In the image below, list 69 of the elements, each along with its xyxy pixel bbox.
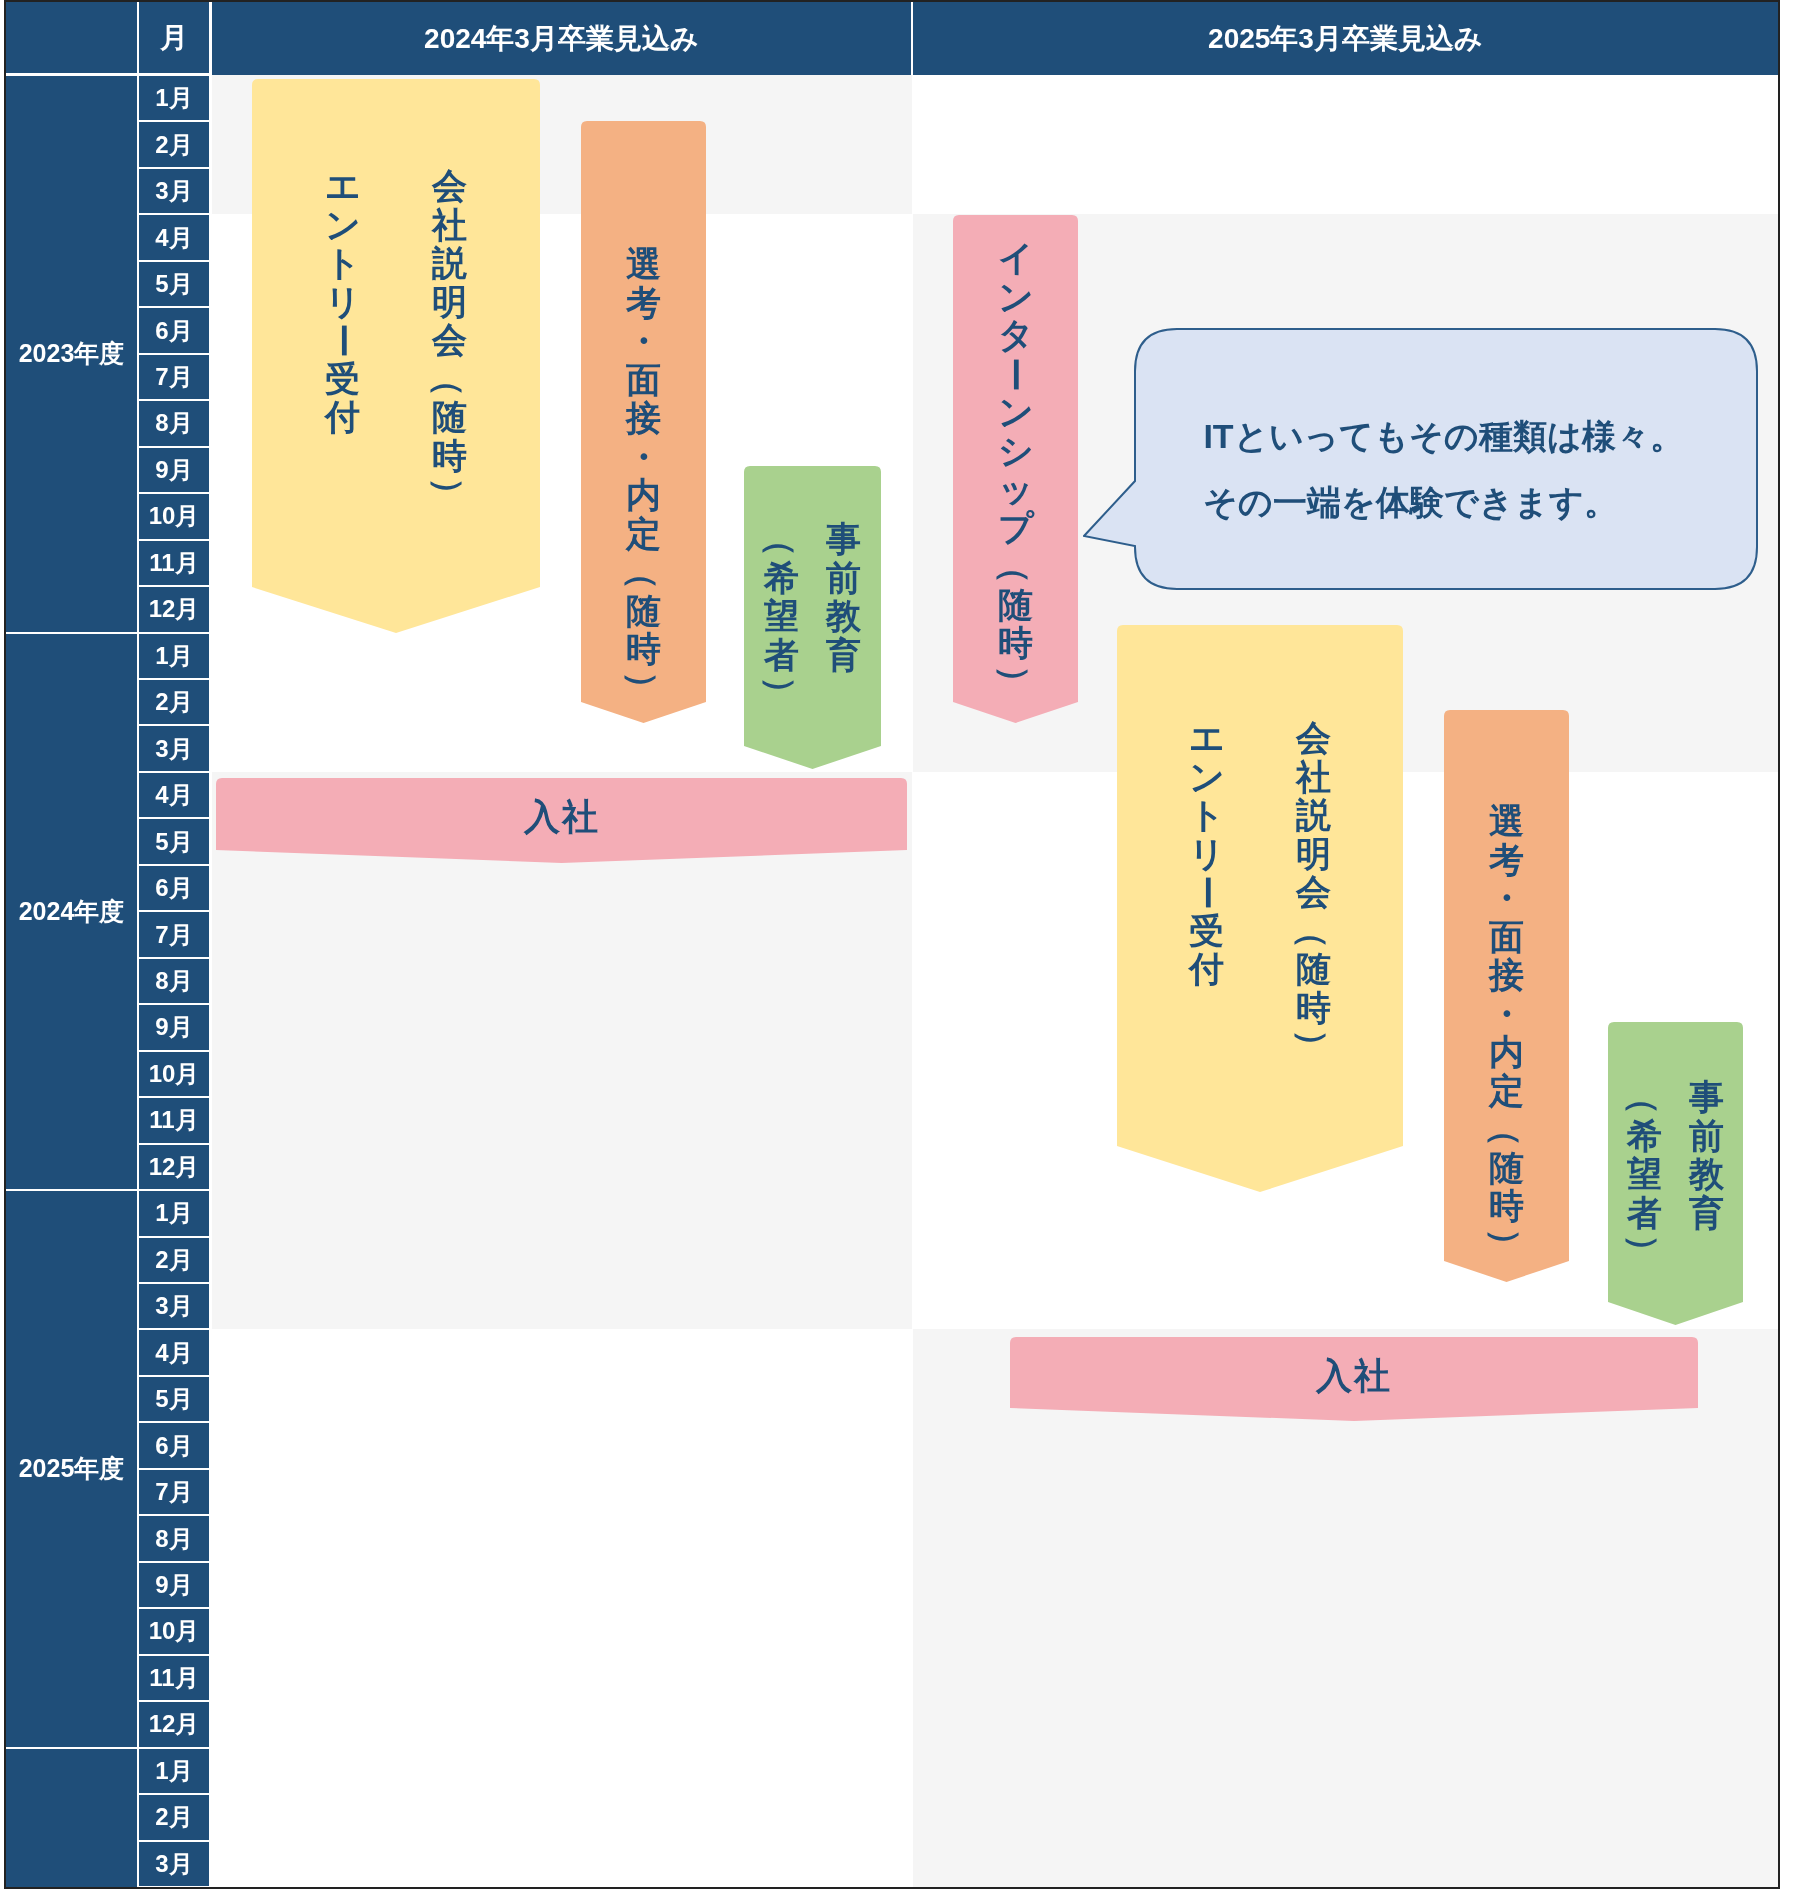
phase-label: 事前教育 bbox=[824, 520, 863, 674]
month-cell: 6月 bbox=[139, 865, 209, 911]
month-cell: 6月 bbox=[139, 308, 209, 353]
year-cell: 2023年度 bbox=[6, 76, 137, 632]
month-cell: 3月 bbox=[139, 1284, 209, 1329]
column-header: 月 bbox=[139, 2, 209, 73]
month-cell: 1月 bbox=[139, 1748, 209, 1794]
month-cell: 12月 bbox=[139, 1144, 209, 1190]
phase-label: 会社説明会（随時） bbox=[429, 167, 470, 514]
column-header: 2025年3月卒業見込み bbox=[913, 2, 1778, 75]
month-cell: 7月 bbox=[139, 912, 209, 957]
month-cell: 1月 bbox=[139, 633, 209, 678]
phase-label: 入社 bbox=[523, 795, 600, 839]
month-cell: 10月 bbox=[139, 494, 209, 539]
month-cell: 2月 bbox=[139, 680, 209, 725]
phase-band bbox=[216, 778, 907, 863]
month-cell: 1月 bbox=[139, 76, 209, 121]
phase-label: 選考・面接・内定（随時） bbox=[1486, 802, 1527, 1264]
phase-band bbox=[953, 215, 1078, 723]
month-cell: 4月 bbox=[139, 1330, 209, 1375]
month-cell: 5月 bbox=[139, 1376, 209, 1422]
month-cell: 9月 bbox=[139, 447, 209, 493]
phase-band bbox=[581, 121, 706, 723]
month-cell: 7月 bbox=[139, 1469, 209, 1515]
phase-label: （希望者） bbox=[1624, 1078, 1665, 1271]
phase-label: エントリー受付 bbox=[323, 167, 363, 437]
phase-band bbox=[1444, 710, 1569, 1282]
month-cell: 4月 bbox=[139, 772, 209, 818]
month-cell: 11月 bbox=[139, 1655, 209, 1701]
phase-label: インターンシップ（随時） bbox=[995, 239, 1036, 701]
month-cell: 1月 bbox=[139, 1191, 209, 1236]
speech-bubble bbox=[1083, 328, 1758, 590]
phase-band bbox=[1117, 625, 1403, 1192]
phase-band bbox=[252, 79, 540, 633]
month-cell: 9月 bbox=[139, 1005, 209, 1050]
month-cell: 12月 bbox=[139, 587, 209, 632]
month-cell: 12月 bbox=[139, 1702, 209, 1747]
month-cell: 7月 bbox=[139, 354, 209, 400]
month-cell: 11月 bbox=[139, 540, 209, 586]
month-cell: 10月 bbox=[139, 1609, 209, 1654]
month-cell: 6月 bbox=[139, 1423, 209, 1468]
phase-label: 選考・面接・内定（随時） bbox=[623, 245, 664, 707]
month-cell: 2月 bbox=[139, 122, 209, 167]
phase-band bbox=[1010, 1337, 1698, 1421]
column-header: 2024年3月卒業見込み bbox=[212, 2, 911, 75]
year-cell: 2025年度 bbox=[6, 1191, 137, 1747]
month-cell: 5月 bbox=[139, 819, 209, 864]
phase-label: エントリー受付 bbox=[1187, 719, 1227, 989]
month-cell: 3月 bbox=[139, 726, 209, 771]
month-cell: 8月 bbox=[139, 401, 209, 446]
phase-band bbox=[1608, 1022, 1743, 1325]
month-cell: 8月 bbox=[139, 958, 209, 1004]
phase-label: 会社説明会（随時） bbox=[1293, 719, 1334, 1066]
callout-text: ITといってもその種類は様々。その一端を体験できます。 bbox=[1203, 415, 1685, 523]
month-cell: 2月 bbox=[139, 1795, 209, 1840]
month-cell: 9月 bbox=[139, 1562, 209, 1608]
phase-label: 事前教育 bbox=[1687, 1078, 1726, 1232]
phase-label: （希望者） bbox=[761, 520, 802, 713]
month-cell: 11月 bbox=[139, 1098, 209, 1143]
month-cell: 3月 bbox=[139, 1841, 209, 1886]
phase-band bbox=[744, 466, 881, 769]
month-cell: 5月 bbox=[139, 261, 209, 307]
month-cell: 10月 bbox=[139, 1051, 209, 1097]
year-cell: 2024年度 bbox=[6, 633, 137, 1190]
month-cell: 8月 bbox=[139, 1516, 209, 1561]
month-cell: 2月 bbox=[139, 1237, 209, 1282]
month-cell: 3月 bbox=[139, 168, 209, 214]
phase-label: 入社 bbox=[1316, 1353, 1392, 1398]
month-cell: 4月 bbox=[139, 215, 209, 260]
